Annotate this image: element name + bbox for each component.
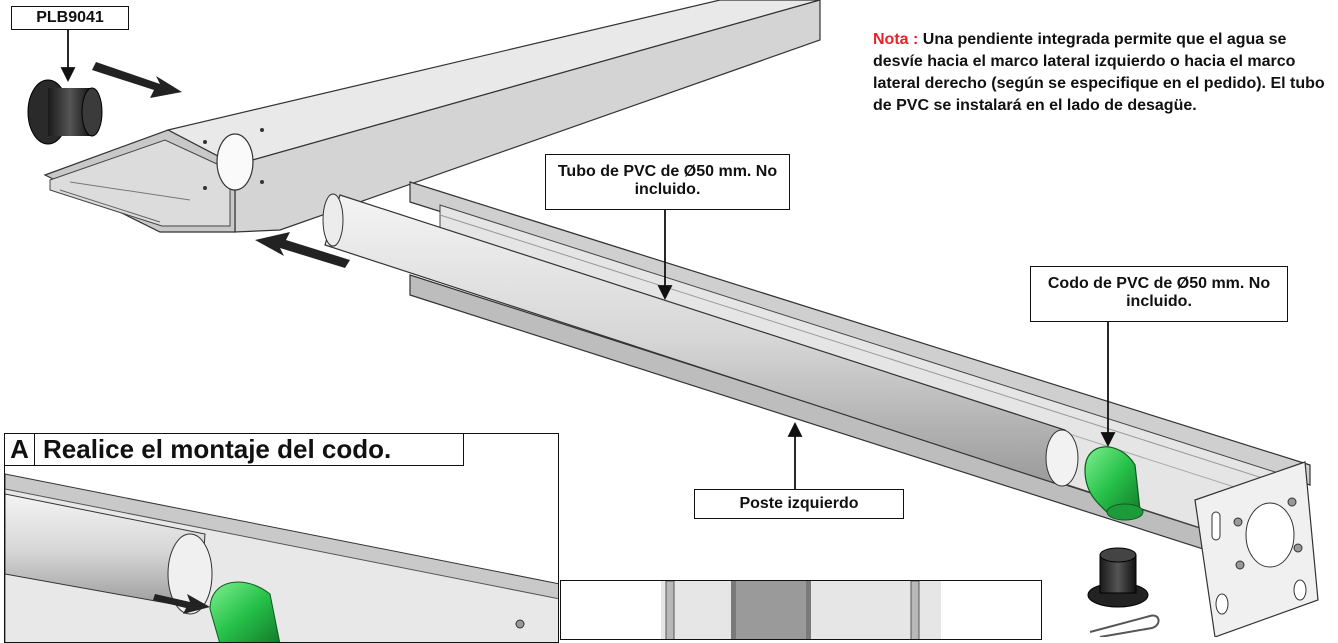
detail-view-illustration: [661, 581, 941, 639]
pvc-tube: [322, 193, 1079, 487]
wire-hook: [1089, 614, 1160, 637]
detail-view-panel: [560, 580, 1042, 640]
small-cap: [1087, 547, 1149, 608]
step-title: Realice el montaje del codo.: [43, 434, 392, 464]
pvc-elbow: [1084, 446, 1144, 521]
left-post-label: Poste izquierdo: [694, 489, 904, 519]
note-body: Una pendiente integrada permite que el a…: [873, 31, 1325, 114]
step-letter: A: [5, 434, 35, 465]
top-beam: [43, 0, 821, 233]
drain-cap-part: [27, 79, 103, 145]
note-text: Nota : Una pendiente integrada permite q…: [873, 29, 1328, 117]
end-plate: [1194, 461, 1319, 637]
step-a-panel: [4, 433, 559, 643]
callout-lines: [60, 30, 1116, 489]
step-a-illustration: [5, 473, 558, 642]
step-a-header: A Realice el montaje del codo.: [4, 433, 464, 466]
note-prefix: Nota :: [873, 31, 919, 48]
pvc-elbow-label: Codo de PVC de Ø50 mm. No incluido.: [1030, 266, 1288, 322]
part-code-label: PLB9041: [11, 6, 129, 30]
pvc-tube-label: Tubo de PVC de Ø50 mm. No incluido.: [545, 154, 790, 210]
insert-arrows: [92, 62, 350, 268]
